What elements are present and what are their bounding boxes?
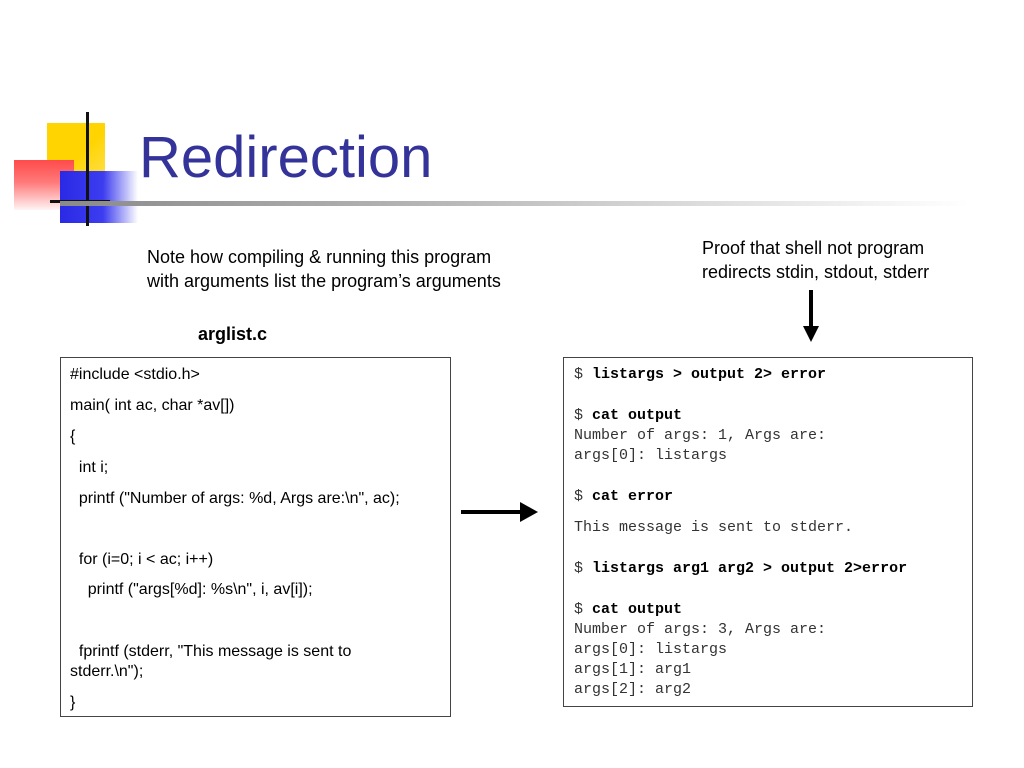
code-line: stderr.\n"); (70, 663, 144, 680)
code-listing-box: #include <stdio.h> main( int ac, char *a… (60, 357, 451, 717)
code-filename-label: arglist.c (198, 324, 268, 344)
terminal-command: cat output (592, 407, 683, 424)
proof-text: Proof that shell not program redirects s… (702, 236, 929, 284)
terminal-command-line: $ listargs arg1 arg2 > output 2>error (574, 559, 907, 579)
arrow-right-icon (461, 510, 523, 514)
terminal-command-line: $ cat output (574, 406, 682, 426)
title-underline-rule (60, 201, 970, 206)
terminal-output-line: args[2]: arg2 (574, 681, 692, 698)
code-line: } (70, 694, 76, 711)
terminal-command-line: $ listargs > output 2> error (574, 365, 826, 385)
terminal-output-line: This message is sent to stderr. (574, 519, 854, 536)
code-line: printf ("args[%d]: %s\n", i, av[i]); (70, 581, 313, 598)
terminal-output-line: Number of args: 1, Args are: (574, 427, 827, 444)
code-line: int i; (70, 459, 109, 476)
terminal-output-line: args[0]: listargs (574, 641, 728, 658)
terminal-command-line: $ cat output (574, 600, 682, 620)
code-line: fprintf (stderr, "This message is sent t… (70, 643, 352, 660)
note-line-1: Note how compiling & running this progra… (147, 247, 492, 267)
arrow-right-head-icon (520, 502, 538, 522)
terminal-command: listargs > output 2> error (592, 366, 827, 383)
code-line: printf ("Number of args: %d, Args are:\n… (70, 490, 400, 507)
code-line: { (70, 428, 76, 445)
shell-prompt: $ (574, 488, 593, 505)
proof-line-2: redirects stdin, stdout, stderr (702, 262, 930, 282)
terminal-output-line: args[1]: arg1 (574, 661, 692, 678)
shell-prompt: $ (574, 601, 593, 618)
terminal-output-line: Number of args: 3, Args are: (574, 621, 827, 638)
logo-blue-square (60, 171, 138, 223)
note-line-2: with arguments list the program’s argume… (147, 271, 501, 291)
shell-prompt: $ (574, 560, 593, 577)
arrow-down-icon (809, 290, 813, 328)
code-line: #include <stdio.h> (70, 366, 200, 383)
shell-prompt: $ (574, 366, 593, 383)
code-line: main( int ac, char *av[]) (70, 397, 235, 414)
terminal-output-line: args[0]: listargs (574, 447, 728, 464)
note-text: Note how compiling & running this progra… (147, 245, 501, 293)
logo-vertical-line (86, 112, 89, 226)
slide-title: Redirection (139, 125, 433, 190)
code-line: for (i=0; i < ac; i++) (70, 551, 214, 568)
proof-line-1: Proof that shell not program (702, 238, 925, 258)
arrow-down-head-icon (803, 326, 819, 342)
terminal-command: listargs arg1 arg2 > output 2>error (592, 560, 908, 577)
terminal-output-box: $ listargs > output 2> error $ cat outpu… (563, 357, 973, 707)
terminal-command: cat output (592, 601, 683, 618)
shell-prompt: $ (574, 407, 593, 424)
terminal-command-line: $ cat error (574, 487, 673, 507)
terminal-command: cat error (592, 488, 674, 505)
